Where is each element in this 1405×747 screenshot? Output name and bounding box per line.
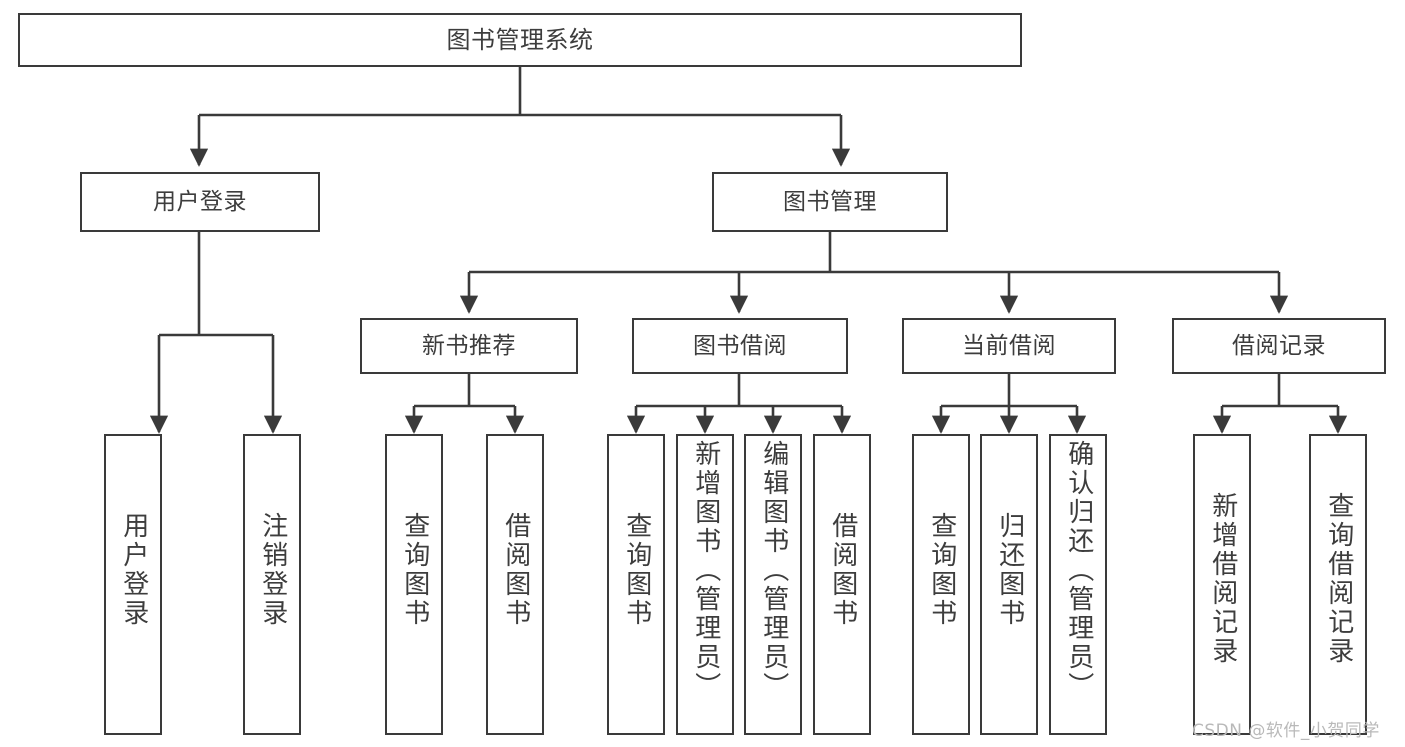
node-label: 新增借阅记录 [1207, 492, 1238, 666]
node-label: 图书管理系统 [446, 26, 594, 54]
node-leaf-query-record[interactable]: 查询借阅记录 [1309, 434, 1367, 735]
node-new-book-recommend[interactable]: 新书推荐 [360, 318, 578, 374]
watermark: CSDN @软件_小贺同学 [1192, 721, 1380, 741]
node-current-borrow[interactable]: 当前借阅 [902, 318, 1116, 374]
node-leaf-query-book-1[interactable]: 查询图书 [385, 434, 443, 735]
node-leaf-query-book-2[interactable]: 查询图书 [607, 434, 665, 735]
node-label: 归还图书 [994, 512, 1025, 628]
node-label: 查询图书 [621, 512, 652, 628]
node-borrow-record[interactable]: 借阅记录 [1172, 318, 1386, 374]
node-book-borrow[interactable]: 图书借阅 [632, 318, 848, 374]
node-label: 查询借阅记录 [1323, 492, 1354, 666]
node-label: 新书推荐 [422, 332, 516, 359]
node-label: 当前借阅 [962, 332, 1056, 359]
node-label: 借阅图书 [827, 512, 858, 628]
node-label: 用户登录 [153, 188, 247, 215]
node-label: 借阅图书 [500, 512, 531, 628]
node-root-system[interactable]: 图书管理系统 [18, 13, 1022, 67]
node-leaf-query-book-3[interactable]: 查询图书 [912, 434, 970, 735]
node-label: 查询图书 [399, 512, 430, 628]
node-label: 用户登录 [118, 512, 149, 628]
node-user-login[interactable]: 用户登录 [80, 172, 320, 232]
node-label: 借阅记录 [1232, 332, 1326, 359]
node-label: 编辑图书（管理员） [758, 440, 789, 701]
node-label: 确认归还（管理员） [1063, 440, 1094, 701]
node-label: 图书借阅 [693, 332, 787, 359]
node-label: 查询图书 [926, 512, 957, 628]
node-book-manage[interactable]: 图书管理 [712, 172, 948, 232]
node-leaf-user-login[interactable]: 用户登录 [104, 434, 162, 735]
node-leaf-borrow-book-2[interactable]: 借阅图书 [813, 434, 871, 735]
node-leaf-borrow-book-1[interactable]: 借阅图书 [486, 434, 544, 735]
node-leaf-add-book[interactable]: 新增图书（管理员） [676, 434, 734, 735]
node-leaf-confirm-return[interactable]: 确认归还（管理员） [1049, 434, 1107, 735]
node-label: 注销登录 [257, 512, 288, 628]
node-leaf-return-book[interactable]: 归还图书 [980, 434, 1038, 735]
node-label: 图书管理 [783, 188, 877, 215]
node-label: 新增图书（管理员） [690, 440, 721, 701]
node-leaf-logout[interactable]: 注销登录 [243, 434, 301, 735]
node-leaf-add-record[interactable]: 新增借阅记录 [1193, 434, 1251, 735]
node-leaf-edit-book[interactable]: 编辑图书（管理员） [744, 434, 802, 735]
